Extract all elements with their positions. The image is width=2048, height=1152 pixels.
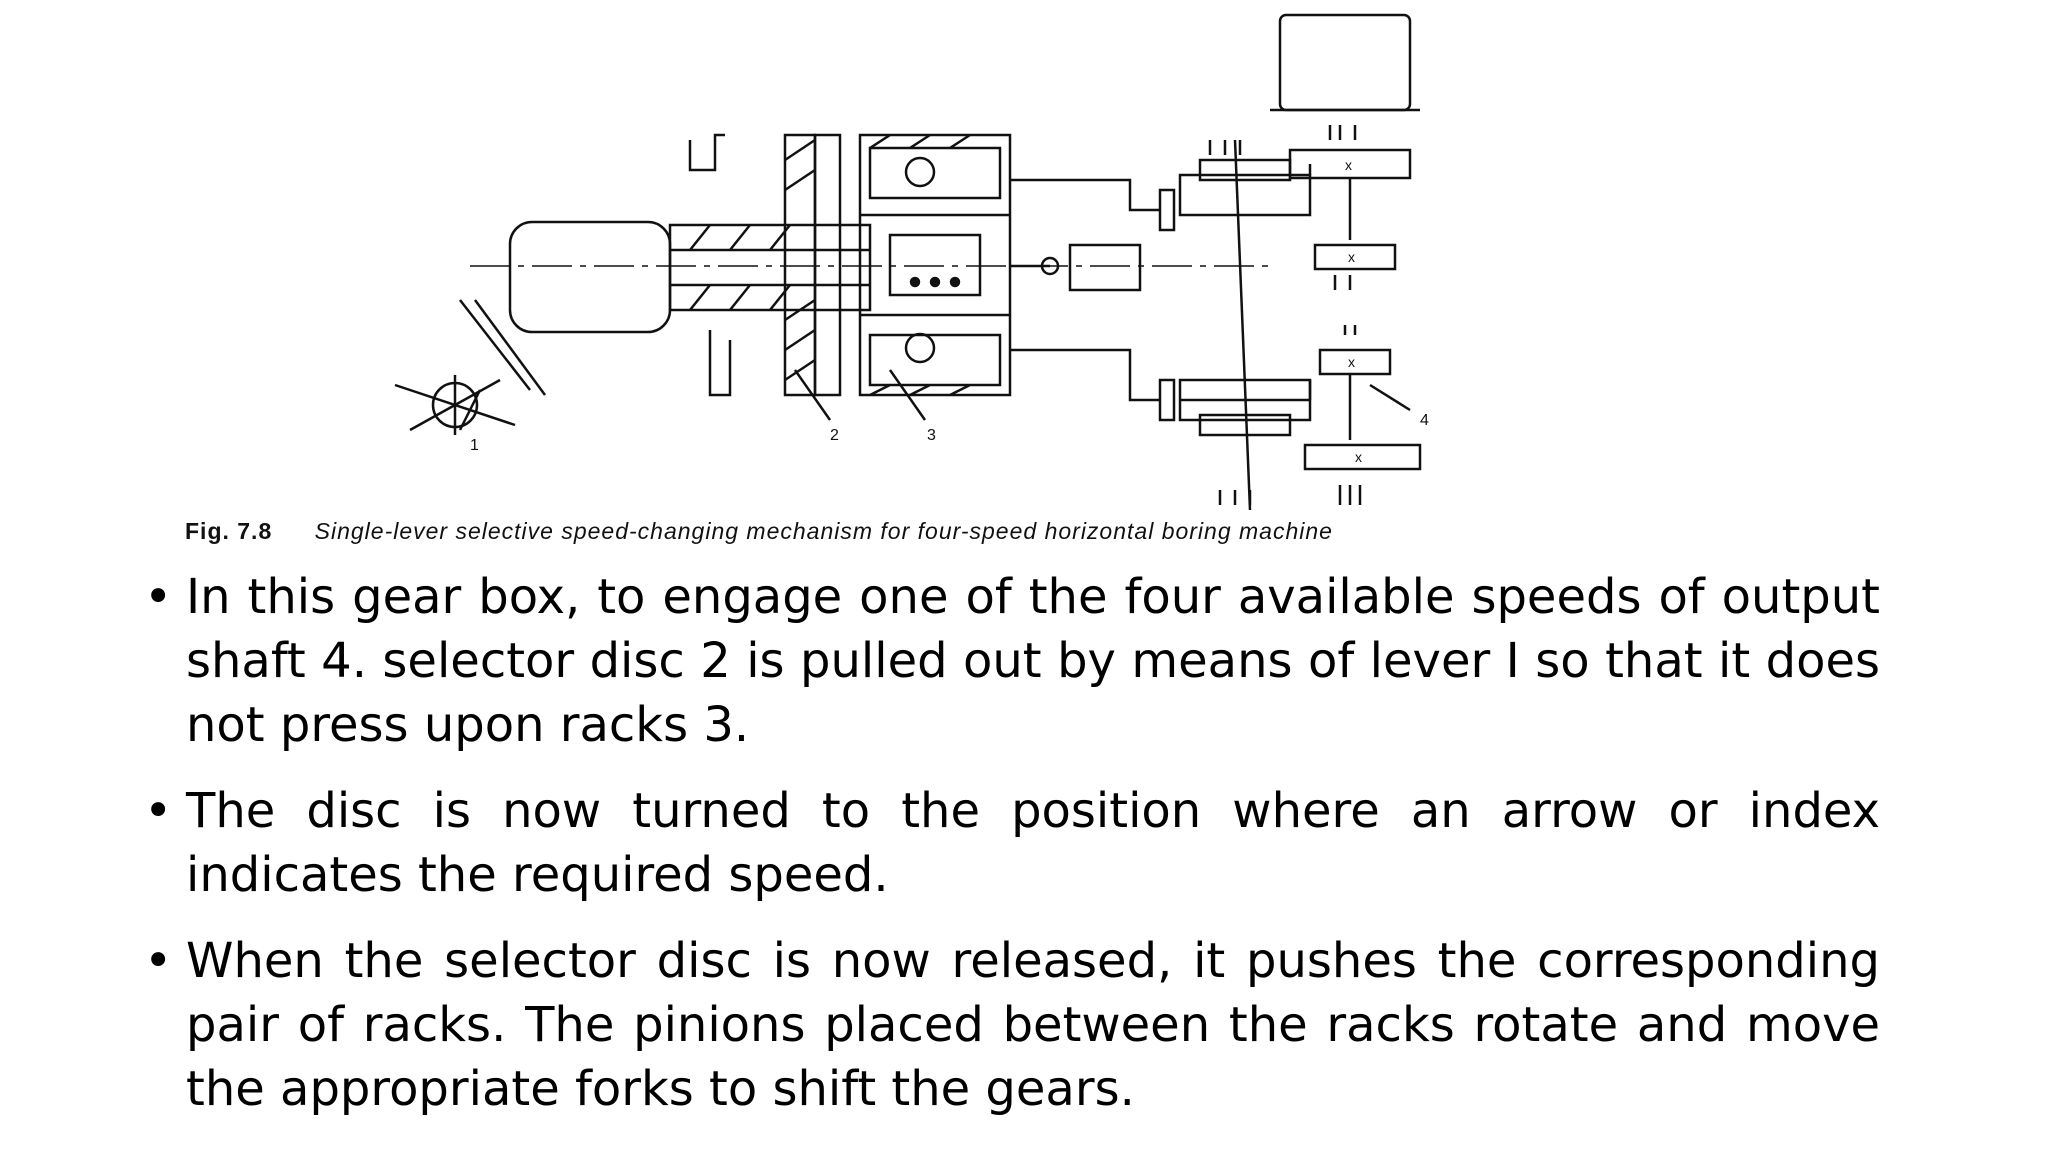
bullet-dot: • bbox=[144, 933, 173, 989]
bullet-item: • In this gear box, to engage one of the… bbox=[140, 565, 1880, 757]
part-label-2: 2 bbox=[830, 427, 839, 444]
bullet-dot: • bbox=[144, 783, 173, 839]
gear-mark: x bbox=[1348, 249, 1355, 265]
bullet-item: • The disc is now turned to the position… bbox=[140, 779, 1880, 907]
bullet-text: The disc is now turned to the position w… bbox=[186, 783, 1880, 903]
lever-1 bbox=[394, 220, 672, 435]
figure-title: Single-lever selective speed-changing me… bbox=[314, 518, 1333, 544]
gear-cluster-left bbox=[1178, 139, 1312, 511]
bullet-text: When the selector disc is now released, … bbox=[186, 933, 1880, 1117]
mechanism-diagram: 1 2 3 4 x x x x bbox=[394, 13, 1429, 511]
bracket bbox=[688, 133, 732, 397]
rack-housing-3 bbox=[858, 133, 1012, 397]
gear-mark: x bbox=[1355, 449, 1362, 465]
part-label-1: 1 bbox=[470, 437, 479, 454]
selector-disc-2 bbox=[783, 133, 842, 397]
output-shaft-4 bbox=[1180, 125, 1422, 505]
part-label-3: 3 bbox=[927, 427, 936, 444]
leader-arrows bbox=[458, 369, 927, 431]
mechanism-figure: 1 2 3 4 x x x x bbox=[170, 0, 1870, 560]
sleeve bbox=[668, 223, 872, 312]
index-knob bbox=[1010, 243, 1142, 292]
bullet-item: • When the selector disc is now released… bbox=[140, 929, 1880, 1121]
fork-links bbox=[1010, 178, 1176, 422]
gear-mark: x bbox=[1348, 354, 1355, 370]
gear-mark: x bbox=[1345, 157, 1352, 173]
bullet-list: • In this gear box, to engage one of the… bbox=[140, 565, 1880, 1143]
bullet-dot: • bbox=[144, 569, 173, 625]
figure-caption: Fig. 7.8 Single-lever selective speed-ch… bbox=[185, 518, 1885, 545]
figure-number: Fig. 7.8 bbox=[185, 518, 273, 544]
part-label-4: 4 bbox=[1420, 412, 1429, 429]
motor bbox=[1270, 13, 1420, 112]
bullet-text: In this gear box, to engage one of the f… bbox=[186, 569, 1880, 753]
